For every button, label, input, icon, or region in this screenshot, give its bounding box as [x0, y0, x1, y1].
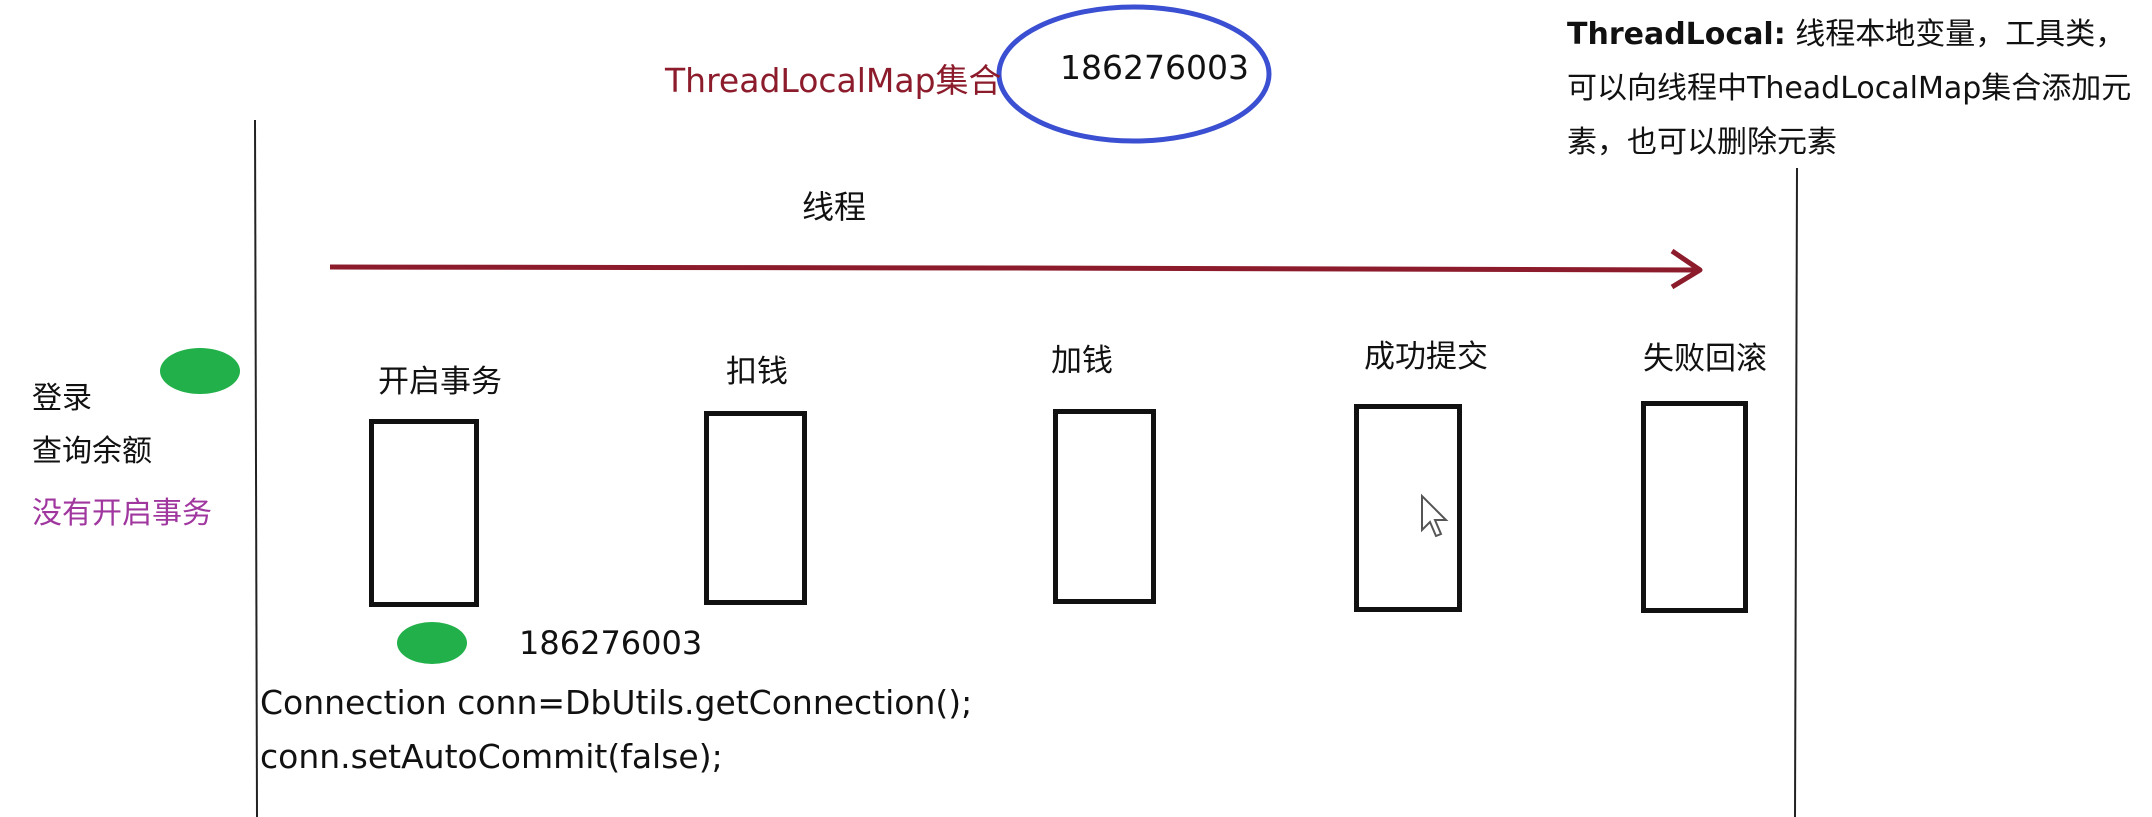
map-id: 186276003	[1060, 48, 1249, 87]
mouse-cursor-icon	[1421, 493, 1449, 538]
code-line-get-connection: Connection conn=DbUtils.getConnection();	[260, 683, 973, 722]
map-ellipse	[996, 4, 1272, 144]
step-box-commit	[1354, 404, 1462, 612]
step-box-add	[1053, 409, 1156, 604]
thread-label: 线程	[802, 188, 867, 226]
left-boundary-line	[254, 119, 258, 817]
step-box-deduct	[704, 411, 807, 605]
step-box-rollback	[1641, 401, 1748, 613]
no-transaction-label: 没有开启事务	[32, 496, 212, 531]
thread-arrow-head	[1670, 248, 1703, 290]
login-marker	[160, 348, 240, 394]
step-label-rollback: 失败回滚	[1643, 341, 1767, 377]
step-label-deduct: 扣钱	[726, 354, 788, 390]
connection-marker	[397, 622, 467, 664]
step-label-add: 加钱	[1051, 343, 1113, 379]
query-balance-label: 查询余额	[32, 434, 152, 469]
login-label: 登录	[32, 381, 92, 416]
description-text: 线程本地变量，工具类，可以向线程中TheadLocalMap集合添加元素，也可以…	[1567, 17, 2132, 160]
thread-arrow	[329, 264, 1701, 273]
thread-local-map-label: ThreadLocalMap集合	[665, 61, 1002, 100]
connection-id: 186276003	[519, 624, 703, 662]
code-line-set-autocommit: conn.setAutoCommit(false);	[260, 737, 723, 776]
step-box-begin-transaction	[369, 419, 479, 607]
step-label-commit: 成功提交	[1364, 339, 1488, 375]
thread-local-description: ThreadLocal: 线程本地变量，工具类，可以向线程中TheadLocal…	[1567, 8, 2147, 170]
step-label-begin-transaction: 开启事务	[378, 364, 502, 400]
description-title: ThreadLocal:	[1567, 17, 1786, 52]
right-boundary-line	[1794, 167, 1798, 817]
